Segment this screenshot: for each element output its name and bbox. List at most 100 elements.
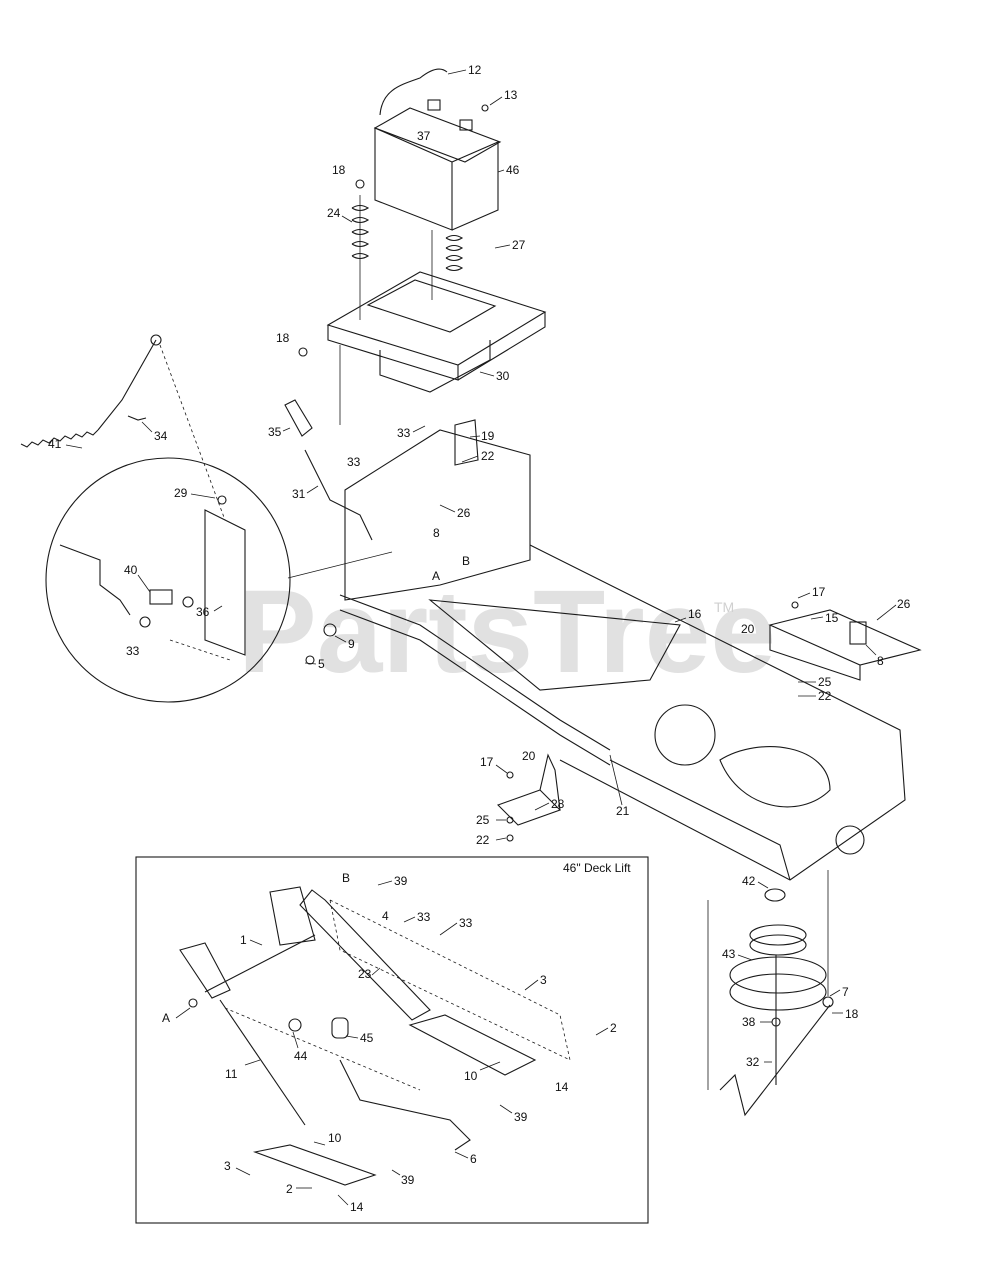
callout-29: 29: [174, 486, 188, 500]
callout-44: 44: [294, 1049, 308, 1063]
callout-25-a: 25: [818, 675, 832, 689]
callout-15: 15: [825, 611, 839, 625]
callout-39-c: 39: [401, 1173, 415, 1187]
rod-6: [339, 1059, 471, 1151]
detail-outline: [45, 457, 291, 703]
callout-28: 28: [551, 797, 565, 811]
callout-B-b: B: [342, 871, 350, 885]
callout-1: 1: [240, 933, 247, 947]
callout-2-b: 2: [286, 1182, 293, 1196]
callout-A-b: A: [162, 1011, 170, 1025]
callout-22-c: 22: [476, 833, 490, 847]
callout-24: 24: [327, 206, 341, 220]
bracket-20-left: [539, 753, 561, 811]
callout-34: 34: [154, 429, 168, 443]
detail-bolt-29: [217, 495, 227, 505]
battery-tray: [298, 271, 547, 425]
callout-B-a: B: [462, 554, 470, 568]
lever-31: [304, 449, 373, 541]
pulley-43: [729, 956, 827, 994]
callout-2-a: 2: [610, 1021, 617, 1035]
tray-top: [326, 271, 547, 366]
callout-18-c: 18: [845, 1007, 859, 1021]
callout-33-a: 33: [397, 426, 411, 440]
callout-46: 46: [506, 163, 520, 177]
callout-45: 45: [360, 1031, 374, 1045]
battery-terminal-pos: [459, 119, 473, 131]
frame-pulley-cutout: [719, 746, 831, 808]
frame-disk: [654, 704, 716, 766]
plate-10b: [252, 1144, 377, 1186]
ring-7: [822, 996, 834, 1008]
callout-30: 30: [496, 369, 510, 383]
spring-41: [20, 429, 99, 448]
rod-7: [719, 1004, 831, 1117]
left-arm: [179, 942, 231, 999]
callout-3-b: 3: [224, 1159, 231, 1173]
lever-assembly: [284, 399, 373, 541]
bolt-17-left: [506, 771, 514, 779]
pulley-assembly: [707, 870, 834, 1117]
callout-5: 5: [318, 657, 325, 671]
callout-31: 31: [292, 487, 306, 501]
bearing-42: [764, 888, 786, 902]
callout-36: 36: [196, 605, 210, 619]
callout-26-a: 26: [457, 506, 471, 520]
knob-35: [284, 399, 313, 437]
callout-12: 12: [468, 63, 482, 77]
bolt-17-right: [791, 601, 799, 609]
tray-front: [327, 325, 459, 381]
bracket-15: [768, 609, 922, 666]
callout-A-a: A: [432, 569, 440, 583]
callout-10-b: 10: [328, 1131, 342, 1145]
rod-11: [219, 999, 306, 1126]
callout-27: 27: [512, 238, 526, 252]
callout-21: 21: [616, 804, 630, 818]
deck-lift-inset: 46" Deck Lift: [135, 856, 649, 1224]
callout-10-a: 10: [464, 1069, 478, 1083]
frame-hole: [835, 825, 865, 855]
bolt-18-tray: [298, 347, 308, 357]
callout-43: 43: [722, 947, 736, 961]
clip-34: [127, 415, 147, 421]
battery-nut: [481, 104, 489, 112]
callout-16: 16: [688, 607, 702, 621]
callout-20-a: 20: [741, 622, 755, 636]
frame-floor: [428, 599, 681, 691]
frame-dash-panel: [344, 429, 531, 601]
callout-22-b: 22: [818, 689, 832, 703]
callout-26-b: 26: [897, 597, 911, 611]
callout-3-a: 3: [540, 973, 547, 987]
callout-41: 41: [48, 437, 62, 451]
callout-33-c: 33: [126, 644, 140, 658]
inset-title: 46" Deck Lift: [563, 861, 631, 875]
callout-25-b: 25: [476, 813, 490, 827]
pulley-upper: [749, 924, 807, 946]
callout-39-b: 39: [514, 1110, 528, 1124]
battery-front: [374, 127, 453, 231]
frame-rear-edge: [609, 759, 791, 881]
detail-bushing-40: [149, 589, 173, 605]
callout-19: 19: [481, 429, 495, 443]
detail-plate: [204, 509, 246, 656]
battery-top: [373, 107, 502, 163]
bushing-9: [323, 623, 337, 637]
knob-45: [331, 1017, 349, 1039]
spring-44: [288, 1018, 302, 1032]
bar-23: [299, 889, 431, 1021]
plate-10a: [408, 1014, 537, 1076]
frame-rail-left: [339, 594, 611, 751]
pin-a: [188, 998, 198, 1008]
right-arm: [269, 886, 316, 946]
tray-bracket-30: [379, 340, 491, 393]
callout-20-b: 20: [522, 749, 536, 763]
callout-37: 37: [417, 129, 431, 143]
callout-18-top: 18: [332, 163, 346, 177]
bolt-18-top: [355, 179, 365, 189]
cable-end: [150, 334, 162, 346]
watermark-tm: TM: [714, 599, 734, 615]
detail-circle: [45, 457, 393, 703]
tray-side: [457, 312, 546, 381]
callout-39-a: 39: [394, 874, 408, 888]
callouts: 12 1 3 37 46 18 24 27 18 30 41 34 3 5 33 1…: [48, 63, 911, 1214]
